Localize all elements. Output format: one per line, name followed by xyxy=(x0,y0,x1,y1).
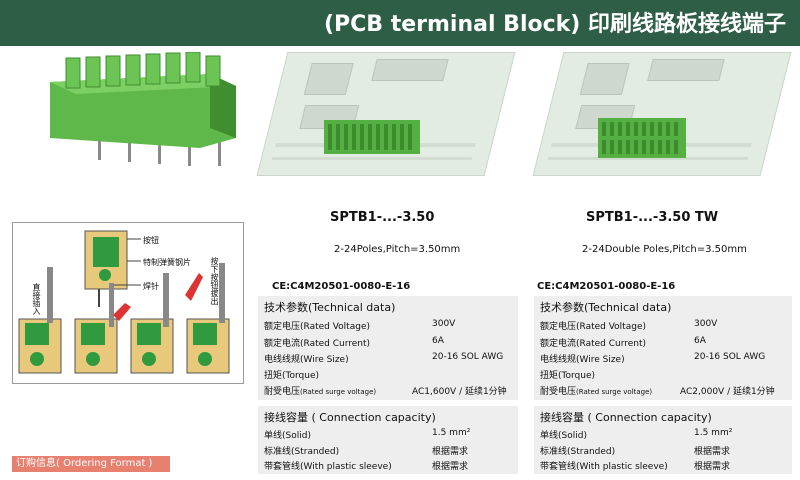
poles-spec: 2-24Poles,Pitch=3.50mm xyxy=(334,244,461,255)
tech-row-label-small: (Rated surge voltage) xyxy=(576,388,653,396)
terminal-block-image xyxy=(50,52,236,166)
technical-data-box: 技术参数(Technical data) 额定电压(Rated Voltage)… xyxy=(534,296,792,400)
page-title: (PCB terminal Block) 印刷线路板接线端子 xyxy=(323,12,786,37)
tech-row: 电线线规(Wire Size) 20-16 SOL AWG xyxy=(264,352,503,365)
insert-label: 直接插入 xyxy=(32,283,41,315)
pin-label: 焊针 xyxy=(143,282,159,291)
tech-row: 额定电压(Rated Voltage) 300V xyxy=(264,319,455,332)
wiring-diagram: 按钮 特制弹簧钢片 焊针 直接插入 按下按钮拔出 xyxy=(12,222,244,384)
tech-row-value: 300V xyxy=(432,319,456,329)
conn-row-label: 带套管线(With plastic sleeve) xyxy=(540,462,668,472)
connection-capacity-box: 接线容量 ( Connection capacity) 单线(Solid) 1.5… xyxy=(258,406,518,474)
header-bar: (PCB terminal Block) 印刷线路板接线端子 xyxy=(0,0,800,46)
spring-label: 特制弹簧钢片 xyxy=(143,258,191,267)
conn-row: 标准线(Stranded) 根据需求 xyxy=(264,444,468,457)
tech-row-value: 20-16 SOL AWG xyxy=(694,352,766,362)
terminal-on-pcb-image xyxy=(324,120,420,154)
tech-row-label: 扭矩(Torque) xyxy=(264,371,319,381)
conn-row-label: 带套管线(With plastic sleeve) xyxy=(264,462,392,472)
tech-row-label: 扭矩(Torque) xyxy=(540,371,595,381)
tech-row: 耐受电压(Rated surge voltage) AC2,000V / 延续1分… xyxy=(540,384,775,397)
tech-row: 额定电压(Rated Voltage) 300V xyxy=(540,319,717,332)
ce-code: CE:C4M20501-0080-E-16 xyxy=(537,281,676,292)
tech-row-label: 额定电流(Rated Current) xyxy=(264,339,371,349)
conn-row-value: 根据需求 xyxy=(694,462,731,472)
technical-data-heading: 技术参数(Technical data) xyxy=(540,301,672,314)
tech-row-label: 额定电压(Rated Voltage) xyxy=(540,322,646,332)
conn-row-value: 根据需求 xyxy=(432,447,469,457)
tech-row: 额定电流(Rated Current) 6A xyxy=(540,336,706,349)
poles-spec: 2-24Double Poles,Pitch=3.50mm xyxy=(582,244,747,255)
tech-row-label: 耐受电压 xyxy=(540,387,577,397)
button-label: 按钮 xyxy=(143,236,159,245)
conn-row: 带套管线(With plastic sleeve) 根据需求 xyxy=(540,459,730,472)
connection-capacity-heading: 接线容量 ( Connection capacity) xyxy=(264,411,436,424)
tech-row: 扭矩(Torque) xyxy=(540,368,595,381)
conn-row-label: 标准线(Stranded) xyxy=(540,447,616,457)
connection-capacity-heading: 接线容量 ( Connection capacity) xyxy=(540,411,712,424)
tech-row-value: AC1,600V / 延续1分钟 xyxy=(412,387,507,397)
conn-row-label: 单线(Solid) xyxy=(264,431,311,441)
conn-row-value: 根据需求 xyxy=(432,462,469,472)
conn-row-label: 单线(Solid) xyxy=(540,431,587,441)
model-name: SPTB1-...-3.50 TW xyxy=(586,210,719,225)
tech-row-label: 额定电压(Rated Voltage) xyxy=(264,322,370,332)
model-name: SPTB1-...-3.50 xyxy=(330,210,435,225)
tech-row-label: 耐受电压 xyxy=(264,387,301,397)
tech-row-value: 6A xyxy=(694,336,706,346)
tech-row: 扭矩(Torque) xyxy=(264,368,319,381)
conn-row: 标准线(Stranded) 根据需求 xyxy=(540,444,730,457)
technical-data-heading: 技术参数(Technical data) xyxy=(264,301,396,314)
release-label: 按下按钮拔出 xyxy=(210,257,219,305)
conn-row: 带套管线(With plastic sleeve) 根据需求 xyxy=(264,459,468,472)
tech-row: 耐受电压(Rated surge voltage) AC1,600V / 延续1分… xyxy=(264,384,507,397)
tech-row: 电线线规(Wire Size) 20-16 SOL AWG xyxy=(540,352,765,365)
tech-row-value: 20-16 SOL AWG xyxy=(432,352,504,362)
conn-row-label: 标准线(Stranded) xyxy=(264,447,340,457)
tech-row-value: 300V xyxy=(694,319,718,329)
conn-row-value: 根据需求 xyxy=(694,447,731,457)
tech-row-label: 电线线规(Wire Size) xyxy=(264,355,349,365)
tech-row-label: 电线线规(Wire Size) xyxy=(540,355,625,365)
conn-row: 单线(Solid) 1.5 mm² xyxy=(540,428,732,441)
connection-capacity-box: 接线容量 ( Connection capacity) 单线(Solid) 1.5… xyxy=(534,406,792,474)
conn-row-value: 1.5 mm² xyxy=(694,428,733,438)
tech-row-label: 额定电流(Rated Current) xyxy=(540,339,647,349)
terminal-on-pcb-image xyxy=(598,118,686,158)
ordering-format-bar: 订购信息( Ordering Format ) xyxy=(12,456,170,472)
tech-row-value: AC2,000V / 延续1分钟 xyxy=(680,387,775,397)
tech-row-value: 6A xyxy=(432,336,444,346)
conn-row: 单线(Solid) 1.5 mm² xyxy=(264,428,470,441)
technical-data-box: 技术参数(Technical data) 额定电压(Rated Voltage)… xyxy=(258,296,518,400)
ce-code: CE:C4M20501-0080-E-16 xyxy=(272,281,411,292)
tech-row: 额定电流(Rated Current) 6A xyxy=(264,336,444,349)
tech-row-label-small: (Rated surge voltage) xyxy=(300,388,377,396)
conn-row-value: 1.5 mm² xyxy=(432,428,471,438)
wiring-diagram-drawing xyxy=(18,230,230,374)
